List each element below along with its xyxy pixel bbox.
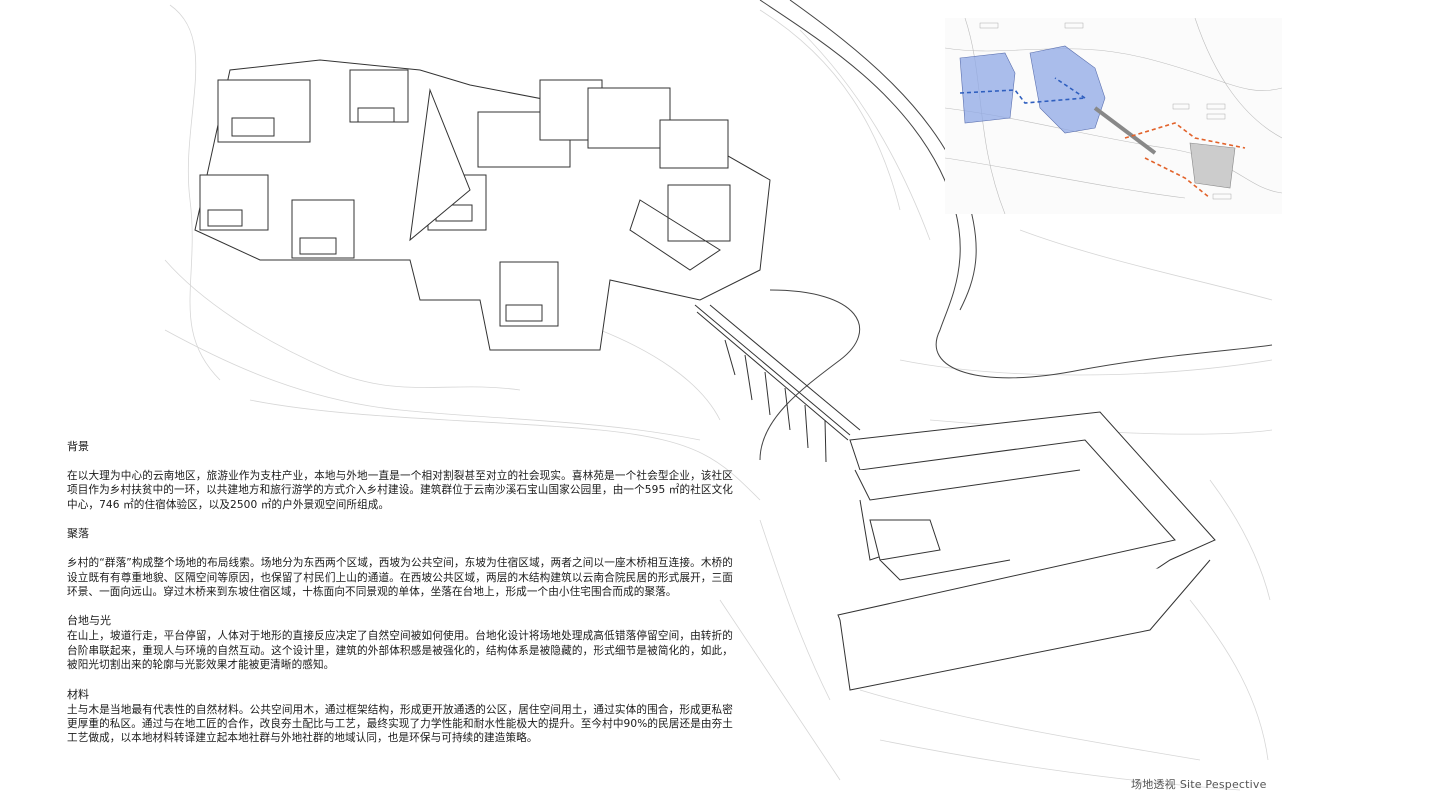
section-heading-materials: 材料 — [67, 687, 89, 701]
east-housing-buildings — [837, 411, 1216, 691]
section-body-terrace-light: 在山上，坡道行走，平台停留，人体对于地形的直接反应决定了自然空间被如何使用。台地… — [67, 630, 733, 672]
wooden-bridge — [694, 304, 861, 463]
site-plan-inset — [945, 18, 1282, 214]
inset-housing-zone — [1189, 142, 1236, 189]
section-heading-terrace-light: 台地与光 — [67, 614, 111, 628]
section-heading-settlement: 聚落 — [67, 527, 89, 541]
caption-zh: 场地透视 — [1131, 778, 1176, 791]
section-body-materials: 土与木是当地最有代表性的自然材料。公共空间用木，通过框架结构，形成更开放通透的公… — [67, 703, 733, 745]
inset-bridge — [1093, 106, 1157, 155]
section-heading-background: 背景 — [67, 440, 89, 453]
inset-paths — [959, 77, 1246, 199]
caption-en: Site Pespective — [1179, 778, 1267, 791]
section-body-settlement: 乡村的“群落”构成整个场地的布局线索。场地分为东西两个区域，西坡为公共空间，东坡… — [67, 557, 733, 599]
inset-public-zone — [959, 45, 1106, 134]
west-public-buildings — [194, 59, 771, 351]
project-description: 背景 在以大理为中心的云南地区，旅游业作为支柱产业，本地与外地一直是一个相对割裂… — [67, 440, 733, 746]
section-body-background: 在以大理为中心的云南地区，旅游业作为支柱产业，本地与外地一直是一个相对割裂甚至对… — [67, 470, 733, 511]
inset-labels — [979, 22, 1232, 200]
